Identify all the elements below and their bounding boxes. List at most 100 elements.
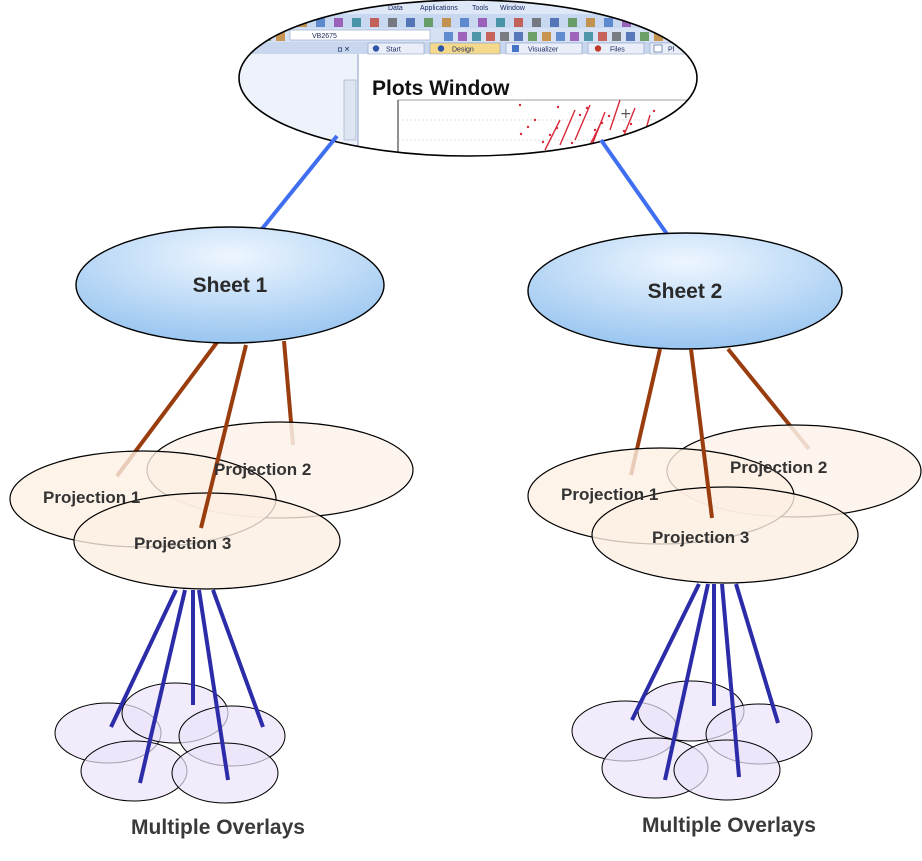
toolbar-button-icon[interactable] [478,18,487,27]
crosshair-cursor-icon: + [620,106,632,122]
toolbar-button-icon[interactable] [626,32,635,41]
toolbar-button-icon[interactable] [612,32,621,41]
overlay-ellipse[interactable] [673,739,781,801]
sheet-1-label: Sheet 1 [193,274,268,297]
tab-visualizer[interactable]: Visualizer [528,47,559,54]
plot-point [644,137,648,141]
toolbar-button-icon[interactable] [472,32,481,41]
sheet-1-branch: Sheet 1 Projection 1 Projection 2 Projec… [9,226,414,839]
tab-start[interactable]: Start [386,47,401,54]
toolbar-button-icon[interactable] [694,18,703,27]
toolbar-button-icon[interactable] [352,18,361,27]
toolbar-button-icon[interactable] [640,18,649,27]
tab-files[interactable]: Files [610,47,625,54]
toolbar-button-icon[interactable] [676,18,685,27]
overlay-links-sheet1 [109,589,265,784]
toolbar-button-icon[interactable] [442,18,451,27]
toolbar-button-icon[interactable] [406,18,415,27]
toolbar-button-icon[interactable] [458,32,467,41]
panel-pin-close-icons[interactable]: ◘ ✕ [338,47,350,54]
link-sheet2-projection3 [689,348,714,519]
toolbar-button-icon[interactable] [514,18,523,27]
visualizer-tab-icon [512,45,519,52]
toolbar-button-icon[interactable] [514,32,523,41]
plot-trace [574,104,591,141]
plots-window-label: Plots Window [372,77,510,100]
projection-3-node[interactable] [591,486,859,584]
sheet-1-node[interactable] [75,226,385,344]
plot-trace [559,109,576,146]
plot-point [585,106,589,110]
toolbar-button-icon[interactable] [598,32,607,41]
plot-point [518,103,522,107]
toolbar-button-icon[interactable] [542,32,551,41]
plot-point [674,117,678,121]
plot-point [652,109,656,113]
toolbar-button-icon[interactable] [486,32,495,41]
toolbar-button-icon[interactable] [668,32,677,41]
toolbar-button-icon[interactable] [316,18,325,27]
toolbar-button-icon[interactable] [568,18,577,27]
toolbar-button-icon[interactable] [682,32,691,41]
toolbar-button-icon[interactable] [460,18,469,27]
toolbar-button-icon[interactable] [658,18,667,27]
toolbar-button-icon[interactable] [280,18,289,27]
plot-point [659,152,663,156]
plot-point [666,145,670,149]
toolbar-button-icon[interactable] [584,32,593,41]
projection-2-label: Projection 2 [730,458,827,477]
menu-item-window[interactable]: Window [500,5,526,12]
plot-point [519,132,523,136]
plot-point [526,125,530,129]
overlay-ellipse[interactable] [80,740,188,802]
overlays-label-sheet2: Multiple Overlays [642,814,816,837]
start-tab-icon [372,45,380,52]
sheet-2-label: Sheet 2 [648,280,723,303]
toolbar-button-icon[interactable] [550,18,559,27]
plot-point [578,113,582,117]
toolbar-button-icon[interactable] [570,32,579,41]
toolbar-button-icon[interactable] [532,18,541,27]
toolbar-button-icon[interactable] [528,32,537,41]
toolbar-button-icon[interactable] [640,32,649,41]
plot-point [593,128,597,132]
toolbar-button-icon[interactable] [500,32,509,41]
menu-item-applications[interactable]: Applications [420,5,458,12]
plots-window-screenshot: Data Applications Tools Window VB2675 St… [239,0,705,156]
tab-plots[interactable]: Pl [668,47,675,54]
projection-3-label: Projection 3 [652,528,749,547]
plot-point [592,149,596,153]
projection-2-label: Projection 2 [214,460,311,479]
projection-3-label: Projection 3 [134,534,231,553]
toolbar-button-icon[interactable] [444,32,453,41]
toolbar-button-icon[interactable] [556,32,565,41]
toolbar-button-icon[interactable] [586,18,595,27]
plot-point [600,121,604,125]
toolbar-button-icon[interactable] [604,18,613,27]
plot-point [607,114,611,118]
panel-scrollbar[interactable] [343,79,357,141]
plots-window-node: Data Applications Tools Window VB2675 St… [238,0,705,157]
tab-design[interactable]: Design [452,47,474,54]
toolbar-button-icon[interactable] [388,18,397,27]
plot-point [622,129,626,133]
dataset-field[interactable]: VB2675 [312,33,337,40]
toolbar-button-icon[interactable] [424,18,433,27]
projection-3-node[interactable] [73,492,341,590]
toolbar-button-icon[interactable] [370,18,379,27]
toolbar-button-icon[interactable] [262,18,271,27]
plots-tab-icon [653,44,663,53]
plot-point [533,118,537,122]
sheet-2-node[interactable] [527,232,843,350]
menu-item-tools[interactable]: Tools [472,5,489,12]
link-sheet1-projection3 [199,344,248,529]
projection-1-label: Projection 1 [561,485,658,504]
toolbar-button-icon[interactable] [696,32,705,41]
toolbar-button-icon[interactable] [276,32,285,41]
toolbar-button-icon[interactable] [334,18,343,27]
menu-item-data[interactable]: Data [388,5,403,12]
toolbar-button-icon[interactable] [496,18,505,27]
toolbar-button-icon[interactable] [654,32,663,41]
design-tab-icon [437,45,445,52]
